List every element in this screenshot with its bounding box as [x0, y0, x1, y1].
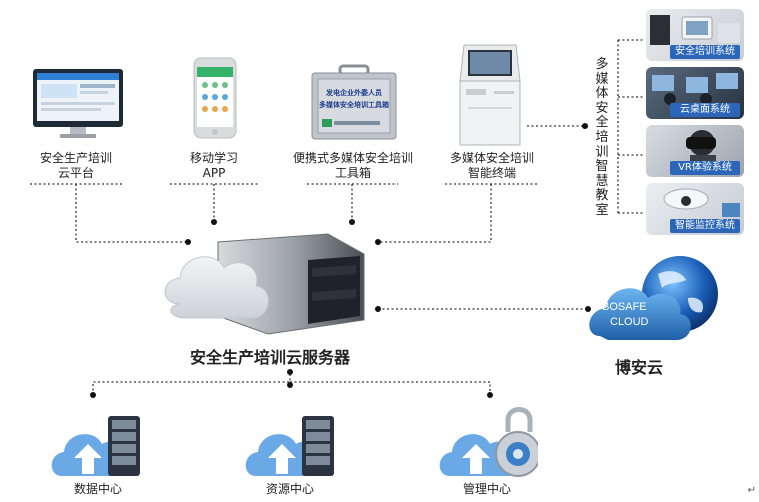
monitor-icon [33, 69, 123, 138]
toolbox-text-line1: 发电企业外委人员 [326, 89, 382, 97]
system-caption-monitor: 智能监控系统 [670, 219, 740, 233]
resource-center-icon [245, 416, 334, 476]
device-label-terminal: 多媒体安全培训 智能终端 [440, 151, 544, 181]
system-caption-desktop: 云桌面系统 [670, 103, 740, 117]
bosafe-title: 博安云 [615, 358, 664, 377]
bosafe-logo-line1: BOSAFE [602, 301, 647, 313]
management-center-icon [439, 407, 538, 477]
center-label-data: 数据中心 [73, 482, 122, 496]
panel-vr-system: VR体验系统 [646, 125, 744, 177]
device-label-line2: 云平台 [57, 166, 94, 180]
device-label-line2: APP [202, 166, 226, 180]
toolbox-text-line2: 多媒体安全培训工具箱 [319, 101, 389, 109]
cloud-server-icon [164, 233, 365, 335]
center-label-management: 管理中心 [462, 482, 511, 496]
device-label-mobile-app: 移动学习 APP [166, 151, 262, 181]
kiosk-icon [459, 44, 521, 146]
device-label-line2: 工具箱 [334, 166, 371, 180]
camera-icon [663, 188, 740, 217]
data-center-icon [51, 416, 140, 476]
panel-monitor-system: 智能监控系统 [646, 183, 744, 235]
panel-desktop-system: 云桌面系统 [646, 67, 744, 119]
smart-classroom-label: 多媒体安全培训智慧教室 [595, 57, 609, 218]
globe-cloud-icon: BOSAFE CLOUD [589, 256, 718, 340]
device-label-line1: 移动学习 [189, 151, 238, 165]
device-label-line1: 便携式多媒体安全培训 [292, 151, 413, 165]
bosafe-logo-line2: CLOUD [610, 316, 649, 328]
server-title: 安全生产培训云服务器 [190, 348, 351, 367]
training-equipment-icon [650, 15, 740, 45]
device-label-line1: 多媒体安全培训 [449, 151, 534, 165]
system-caption-vr: VR体验系统 [670, 161, 740, 175]
classroom-desktop-icon [652, 73, 738, 105]
phone-icon [193, 57, 237, 139]
system-caption-training: 安全培训系统 [670, 45, 740, 59]
device-label-line1: 安全生产培训 [39, 151, 112, 165]
toolbox-icon: 发电企业外委人员 多媒体安全培训工具箱 [310, 64, 398, 142]
panel-training-system: 安全培训系统 [646, 9, 744, 61]
device-label-cloud-platform: 安全生产培训 云平台 [28, 151, 124, 181]
center-label-resource: 资源中心 [265, 482, 314, 496]
device-label-toolbox: 便携式多媒体安全培训 工具箱 [290, 151, 416, 181]
device-label-line2: 智能终端 [467, 166, 516, 180]
paragraph-mark: ↵ [747, 485, 756, 496]
